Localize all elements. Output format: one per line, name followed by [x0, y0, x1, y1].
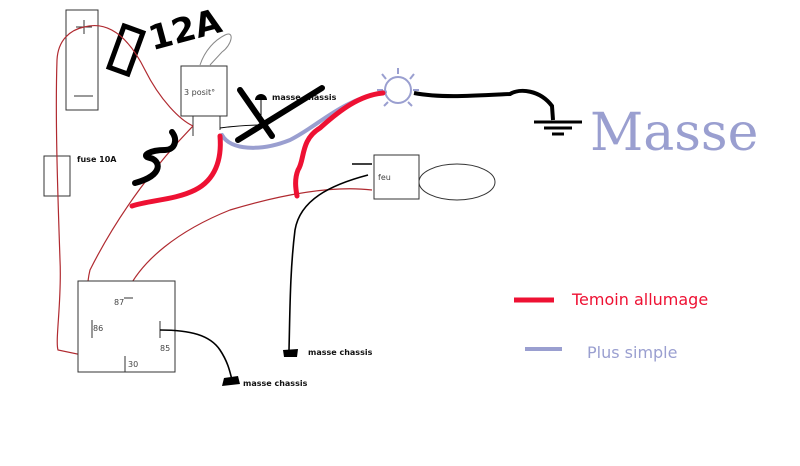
- bulb-sun-icon: [377, 68, 419, 107]
- switch-box: [180, 65, 228, 117]
- feu-box: [373, 154, 420, 200]
- wire-feu-relay87: [124, 188, 373, 297]
- ground-symbol-feu: [283, 349, 298, 357]
- cross-out-mark: [235, 85, 325, 143]
- relay-pin-85: 85: [160, 344, 170, 353]
- fuse-10a-label: fuse 10A: [77, 155, 117, 164]
- wire-battery-relay30: [55, 26, 131, 366]
- black-wire-masse: [413, 88, 555, 121]
- legend-label-temoin: Temoin allumage: [571, 290, 708, 309]
- switch-label: 3 posit°: [184, 88, 215, 97]
- wire-battery-switch: [83, 25, 194, 127]
- fuse-12a-sketch: [105, 22, 147, 78]
- relay-pin-86: 86: [93, 324, 103, 333]
- wire-relay85-ground: [159, 329, 233, 381]
- ground-symbol-switch: [255, 94, 267, 100]
- feu-label: feu: [378, 173, 391, 182]
- masse-handwritten: Masse: [590, 103, 758, 163]
- red-wire-bulb: [293, 90, 386, 199]
- lamp-ellipse: [418, 163, 496, 201]
- legend-label-plus-simple: Plus simple: [587, 343, 677, 362]
- masse-chassis-feu-label: masse chassis: [308, 348, 373, 357]
- relay-pin-30: 30: [128, 360, 138, 369]
- masse-chassis-relay-label: masse chassis: [243, 379, 308, 388]
- ground-symbol-relay: [222, 376, 240, 386]
- wire-feu-ground: [288, 163, 372, 351]
- switch-lever: [199, 33, 232, 66]
- relay-box: [77, 280, 176, 373]
- relay-pin-87: 87: [114, 298, 124, 307]
- ground-symbol-masse: [534, 120, 582, 136]
- squiggle-mark: [132, 129, 179, 186]
- red-wire-switch: [129, 133, 223, 209]
